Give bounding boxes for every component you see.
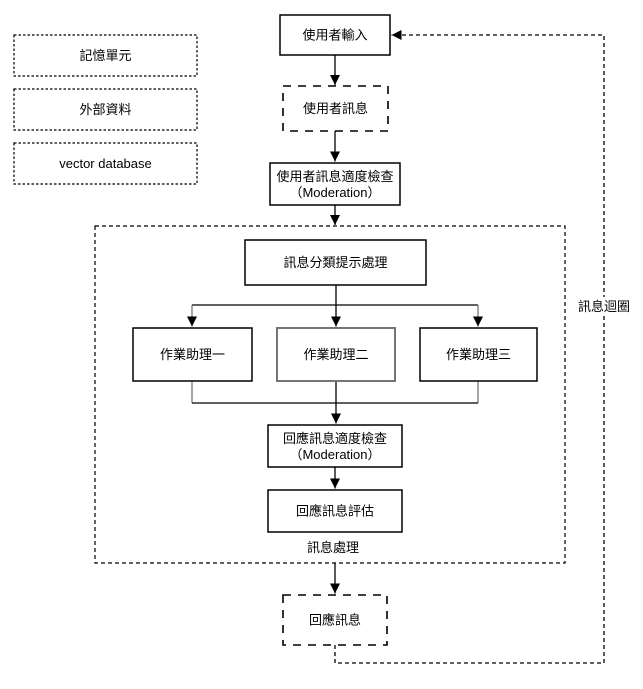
node-external-data: 外部資料 <box>13 88 198 131</box>
input-moderation-label-line1: 使用者訊息適度檢查 <box>276 169 393 184</box>
response-moderation-label-line2: （Moderation） <box>289 447 380 462</box>
message-loop-label: 訊息迴圈 <box>578 299 630 314</box>
input-moderation-label-line2: （Moderation） <box>289 185 380 200</box>
edge-feedback-loop <box>334 30 605 664</box>
memory-unit-box <box>13 34 198 77</box>
external-data-label: 外部資料 <box>79 102 131 117</box>
external-data-box <box>13 88 198 131</box>
message-classification-label: 訊息分類提示處理 <box>283 255 387 270</box>
node-response-message: 回應訊息 <box>282 594 388 646</box>
assistant-three-label: 作業助理三 <box>446 347 511 362</box>
message-processing-group-label: 訊息處理 <box>307 540 359 555</box>
node-response-evaluation: 回應訊息評估 <box>267 489 403 533</box>
node-response-moderation: 回應訊息適度檢查 （Moderation） <box>267 424 403 468</box>
assistant-one-box <box>132 327 253 382</box>
response-evaluation-box <box>267 489 403 533</box>
response-message-label: 回應訊息 <box>309 613 361 628</box>
assistant-two-label: 作業助理二 <box>303 347 368 362</box>
assistant-three-box <box>419 327 538 382</box>
node-user-input: 使用者輸入 <box>279 14 391 56</box>
user-message-label: 使用者訊息 <box>303 101 368 116</box>
node-message-classification: 訊息分類提示處理 <box>244 239 427 286</box>
response-moderation-box <box>267 424 403 468</box>
user-message-box <box>282 85 389 132</box>
message-loop-label-group: 訊息迴圈 <box>577 297 631 315</box>
memory-unit-label: 記憶單元 <box>79 48 131 63</box>
node-user-message: 使用者訊息 <box>282 85 389 132</box>
node-assistant-one: 作業助理一 <box>132 327 253 382</box>
edge-classification-branch-bar <box>192 285 478 306</box>
user-input-box <box>279 14 391 56</box>
node-assistant-two: 作業助理二 <box>276 327 396 382</box>
message-classification-box <box>244 239 427 286</box>
vector-database-box <box>13 142 198 185</box>
response-evaluation-label: 回應訊息評估 <box>296 504 374 519</box>
response-message-box <box>282 594 388 646</box>
message-loop-label-bg <box>577 297 631 315</box>
response-moderation-label-line1: 回應訊息適度檢查 <box>283 431 387 446</box>
node-assistant-three: 作業助理三 <box>419 327 538 382</box>
input-moderation-box <box>269 162 401 206</box>
assistant-two-box <box>276 327 396 382</box>
message-processing-group-frame <box>94 225 566 564</box>
node-memory-unit: 記憶單元 <box>13 34 198 77</box>
vector-database-label: vector database <box>59 156 152 171</box>
user-input-label: 使用者輸入 <box>302 28 367 43</box>
assistant-one-label: 作業助理一 <box>160 347 225 362</box>
node-vector-database: vector database <box>13 142 198 185</box>
node-input-moderation: 使用者訊息適度檢查 （Moderation） <box>269 162 401 206</box>
